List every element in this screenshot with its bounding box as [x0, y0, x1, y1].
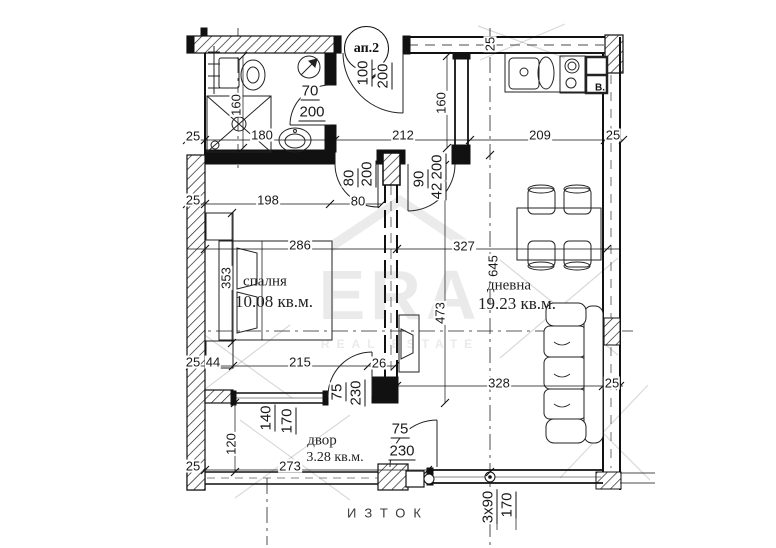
dimension-label: 473: [432, 301, 448, 325]
dimension-label: 80: [349, 193, 367, 209]
dimension-label: 645: [485, 254, 501, 278]
fridge-label: В.: [595, 82, 605, 94]
dimension-label: 100: [354, 59, 373, 87]
dimension-label: 170: [498, 491, 517, 519]
dimension-label: 230: [347, 379, 366, 407]
dimension-label: 353: [218, 266, 234, 290]
dimension-label: 209: [528, 127, 552, 143]
dimension-label: 200: [358, 160, 377, 188]
bedroom-label: спалня: [243, 273, 287, 290]
dimension-label: 25: [482, 35, 498, 53]
bedroom-furniture: [205, 212, 333, 369]
bathroom-fixtures: [206, 46, 321, 153]
dimension-label: 327: [452, 238, 476, 254]
dimension-label: 170: [278, 407, 297, 435]
dimension-label: 25: [603, 375, 621, 391]
living-area: 19.23 кв.м.: [477, 294, 557, 313]
walls: [186, 27, 624, 491]
dimension-label: 120: [223, 432, 239, 456]
dimension-label: 286: [288, 237, 312, 253]
living-label: дневна: [486, 277, 532, 294]
living-furniture: [398, 184, 604, 444]
dimension-label: 75: [390, 420, 410, 439]
dimension-label: 25: [184, 354, 202, 370]
dimension-label: 215: [288, 354, 312, 370]
dimension-label: 75: [328, 382, 347, 402]
dimension-label: 25: [184, 128, 202, 144]
dimension-label: 273: [278, 458, 302, 474]
dimension-label: 180: [250, 127, 274, 143]
watermark-roof-icon: [332, 195, 468, 252]
dimension-label: 25: [184, 192, 202, 208]
dimension-label: 70: [300, 82, 320, 101]
yard-label: двор: [307, 432, 337, 449]
kitchen-fixtures: [504, 52, 609, 95]
dimension-label: 42: [428, 181, 447, 201]
yard-area: 3.28 кв.м.: [306, 450, 364, 465]
dimension-label: 198: [256, 192, 280, 208]
dimension-label: 328: [487, 375, 511, 391]
orientation-label: ИЗТОК: [347, 505, 429, 521]
dimension-label: 80: [340, 168, 359, 188]
dimension-label: 200: [428, 153, 447, 181]
dimension-label: 90: [410, 169, 429, 189]
dimension-label: 3x90: [479, 489, 498, 525]
dimension-label: 26: [370, 355, 388, 371]
dimension-label: 160: [228, 93, 244, 117]
dimension-label: 25: [184, 458, 202, 474]
dimension-label: 230: [388, 442, 416, 461]
dimension-label: 200: [298, 103, 326, 122]
dimension-label: 212: [391, 127, 415, 143]
dimension-label: 140: [257, 404, 276, 432]
dimension-label: 200: [374, 62, 393, 90]
bedroom-area: 10.08 кв.м.: [234, 292, 314, 311]
dimension-label: 160: [433, 91, 449, 115]
dimension-label: 44: [204, 354, 222, 370]
watermark-tagline: REAL ESTATE: [320, 337, 480, 351]
dimension-label: 25: [604, 127, 622, 143]
watermark-brand: ERA: [318, 256, 482, 334]
